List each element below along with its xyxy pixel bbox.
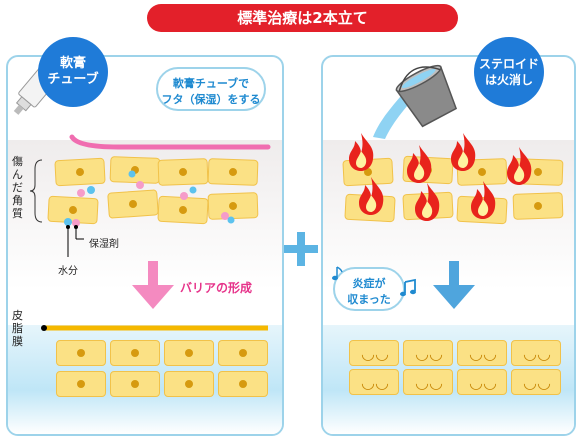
moisturizer-label: 保湿剤 — [89, 239, 119, 250]
water-dot — [189, 186, 197, 194]
cell-nucleus — [239, 349, 247, 357]
smile-face: ◡◡ — [361, 344, 389, 363]
smile-face: ◡◡ — [415, 344, 443, 363]
flame-icon — [407, 145, 432, 183]
moisture-dots — [29, 134, 271, 331]
healthy-cell — [56, 371, 106, 397]
bubble-line-1: 炎症が — [352, 277, 386, 290]
flame-icon — [471, 181, 496, 219]
calm-speech-bubble: 炎症が 収まった — [333, 267, 405, 311]
ointment-speech-bubble: 軟膏チューブで フタ（保湿）をする — [156, 67, 266, 111]
bubble-line-2: フタ（保湿）をする — [161, 93, 261, 106]
healthy-cell — [164, 340, 214, 366]
cell-nucleus — [239, 380, 247, 388]
flame-icon — [451, 133, 476, 171]
calm-cell: ◡◡ — [403, 340, 453, 366]
flame-icon — [349, 133, 374, 171]
water-dot — [64, 218, 72, 226]
moisturizer-dot — [77, 189, 85, 197]
flame-icon — [507, 147, 532, 185]
bucket-icon — [395, 64, 458, 128]
water-label: 水分 — [58, 266, 78, 277]
calm-cell: ◡◡ — [349, 369, 399, 395]
damaged-keratin-label: 傷んだ角質 — [12, 155, 23, 220]
smile-face: ◡◡ — [523, 373, 551, 392]
bubble-line-1: 軟膏チューブで — [172, 77, 250, 90]
calm-cell: ◡◡ — [457, 340, 507, 366]
cell-nucleus — [77, 349, 85, 357]
smile-face: ◡◡ — [469, 373, 497, 392]
flame-icon — [359, 177, 384, 215]
healthy-cell — [56, 340, 106, 366]
steroid-badge: ステロイドは火消し — [474, 37, 544, 107]
smile-face: ◡◡ — [361, 373, 389, 392]
water-dot — [227, 216, 235, 224]
bubble-line-2: 収まった — [347, 293, 391, 306]
cell-nucleus — [131, 349, 139, 357]
cell-nucleus — [77, 380, 85, 388]
calm-cell: ◡◡ — [403, 369, 453, 395]
healthy-cell — [164, 371, 214, 397]
moisturizer-dot — [136, 181, 144, 189]
plus-icon — [284, 232, 318, 266]
water-dot — [128, 170, 136, 178]
healthy-cell — [218, 371, 268, 397]
healthy-cell — [110, 371, 160, 397]
music-note-icon — [400, 278, 416, 297]
cell-nucleus — [185, 380, 193, 388]
sebum-membrane-label: 皮脂膜 — [12, 309, 23, 348]
barrier-label: バリアの形成 — [180, 281, 253, 295]
water-dot — [87, 186, 95, 194]
steroid-panel: ◡◡ ◡◡ ◡◡ ◡◡ ◡◡ ◡◡ ◡◡ ◡◡ 炎症が 収まった — [321, 55, 576, 436]
ointment-badge: 軟膏チューブ — [38, 37, 108, 107]
smile-face: ◡◡ — [469, 344, 497, 363]
moisturizer-dot — [72, 219, 80, 227]
calm-cell: ◡◡ — [511, 369, 561, 395]
flame-icon — [415, 183, 440, 221]
ointment-panel: バリアの形成 保湿剤 水分 傷んだ角質 皮脂膜 軟膏チューブで フタ（保湿）をす… — [6, 55, 284, 436]
smile-face: ◡◡ — [523, 344, 551, 363]
healthy-cell — [218, 340, 268, 366]
cell-nucleus — [131, 380, 139, 388]
smile-face: ◡◡ — [415, 373, 443, 392]
music-note-icon — [332, 266, 343, 281]
calm-cell: ◡◡ — [349, 340, 399, 366]
calm-cell: ◡◡ — [511, 340, 561, 366]
moisturizer-dot — [180, 192, 188, 200]
moisturizer-dot — [221, 212, 229, 220]
cell-nucleus — [185, 349, 193, 357]
healthy-cell — [110, 340, 160, 366]
page-title: 標準治療は2本立て — [147, 4, 458, 32]
calm-cell: ◡◡ — [457, 369, 507, 395]
